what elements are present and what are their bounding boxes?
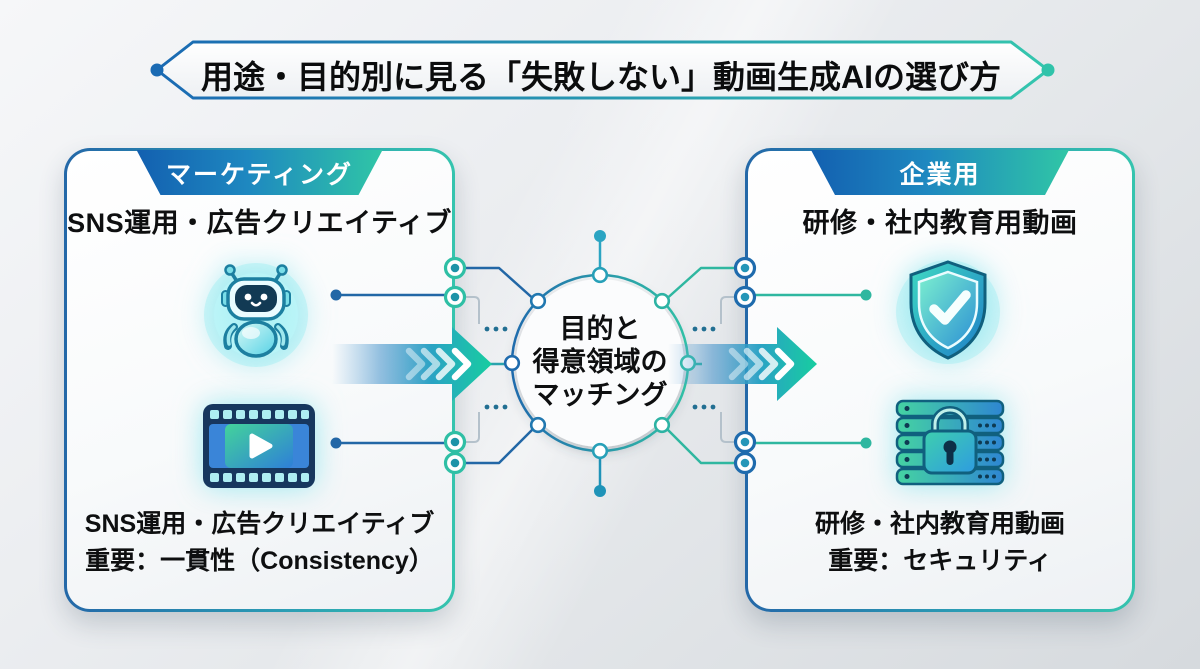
- film-strip-icon: [201, 400, 317, 497]
- enterprise-footer-line2: 重要：セキュリティ: [828, 547, 1052, 575]
- title-dot-right: [1041, 63, 1055, 77]
- matching-circle-line3: マッチング: [532, 380, 668, 410]
- marketing-banner: マーケティング: [137, 150, 383, 195]
- marketing-footer-line1: SNS運用・広告クリエイティブ: [84, 510, 435, 538]
- enterprise-card: 研修・社内教育用動画: [745, 148, 1135, 612]
- marketing-card: SNS運用・広告クリエイティブ: [64, 148, 455, 612]
- marketing-card-body: SNS運用・広告クリエイティブ: [67, 151, 452, 609]
- enterprise-footer: 研修・社内教育用動画 重要：セキュリティ: [748, 506, 1132, 580]
- marketing-footer-line2: 重要：一貫性（Consistency）: [85, 547, 434, 575]
- enterprise-banner: 企業用: [811, 150, 1069, 195]
- server-lock-icon: [891, 397, 1009, 496]
- matching-circle-label: 目的と 得意領域の マッチング: [500, 313, 700, 412]
- marketing-footer: SNS運用・広告クリエイティブ 重要：一貫性（Consistency）: [67, 506, 452, 580]
- title-dot-left: [150, 63, 164, 77]
- page-title: 用途・目的別に見る「失敗しない」動画生成AIの選び方: [200, 59, 1001, 95]
- matching-circle-line1: 目的と: [559, 314, 641, 344]
- marketing-heading: SNS運用・広告クリエイティブ: [67, 208, 452, 238]
- matching-circle-line2: 得意領域の: [532, 347, 668, 377]
- shield-check-icon: [892, 255, 1004, 372]
- robot-icon: [200, 257, 312, 374]
- enterprise-footer-line1: 研修・社内教育用動画: [814, 510, 1065, 538]
- enterprise-heading: 研修・社内教育用動画: [802, 208, 1078, 238]
- enterprise-card-body: 研修・社内教育用動画: [748, 151, 1132, 609]
